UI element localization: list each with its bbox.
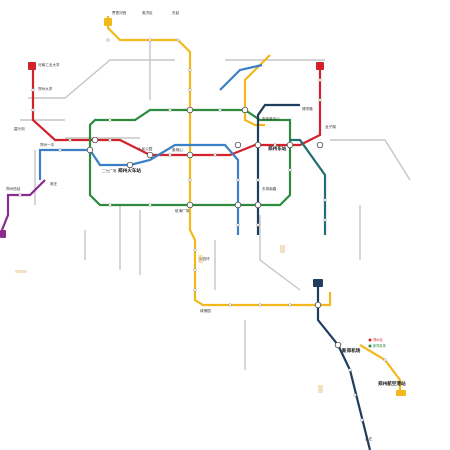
station-label-east2: 龙子湖 bbox=[325, 124, 336, 129]
station-label-west1: 碧沙岗 bbox=[14, 126, 25, 131]
interchange-hubs bbox=[86, 106, 342, 349]
station-label-top3: 东赵 bbox=[172, 10, 180, 15]
line-navy-airport bbox=[316, 285, 372, 450]
station-label-south2: 航海广场 bbox=[175, 208, 190, 213]
line-purple bbox=[0, 179, 46, 236]
station-label-south1: 南四环 bbox=[199, 256, 210, 261]
station-label-center2: 紫荆山 bbox=[172, 147, 183, 152]
station-label-far-south: 孟庄 bbox=[365, 436, 373, 441]
station-label-top2: 惠济区 bbox=[142, 10, 153, 15]
station-label-east3: 市体育中心 bbox=[262, 116, 280, 121]
station-label-center1: 人民公园 bbox=[138, 146, 153, 151]
station-label-northwest1: 河南工业大学 bbox=[38, 62, 60, 67]
line-blue-2 bbox=[219, 63, 263, 91]
legend: 郑州站 新郑机场 bbox=[368, 337, 386, 348]
station-label-east4: 东风南路 bbox=[262, 186, 277, 191]
line-badges bbox=[0, 18, 406, 396]
station-label-sw2: 常庄 bbox=[50, 181, 58, 186]
station-label-west2: 郑州一中 bbox=[40, 142, 55, 147]
station-label-south3: 绿博园 bbox=[200, 308, 211, 313]
station-label-east1: 博学路 bbox=[302, 106, 313, 111]
station-label-airport: 新郑机场 bbox=[342, 347, 361, 354]
legend-item-1: 郑州站 bbox=[373, 337, 383, 342]
station-dots bbox=[18, 38, 387, 422]
line-navy bbox=[256, 103, 300, 235]
station-label-center3: 郑州东站 bbox=[268, 145, 287, 152]
decorative-marks bbox=[15, 245, 323, 393]
station-label-center4: 郑州火车站 bbox=[118, 167, 141, 174]
line-green bbox=[88, 108, 292, 207]
line-red bbox=[31, 68, 322, 157]
legend-item-2: 新郑机场 bbox=[373, 343, 386, 348]
station-label-airport2: 郑州航空港站 bbox=[378, 380, 406, 387]
station-label-northwest2: 郑州大学 bbox=[38, 86, 53, 91]
line-blue bbox=[38, 143, 240, 235]
future-lines bbox=[20, 40, 411, 370]
station-label-west3: 二七广场 bbox=[102, 168, 117, 173]
station-label-top1: 贾鲁河西 bbox=[112, 10, 127, 15]
station-label-sw1: 郑州西站 bbox=[6, 186, 21, 191]
line-teal bbox=[290, 138, 327, 235]
line-orange bbox=[359, 344, 402, 395]
